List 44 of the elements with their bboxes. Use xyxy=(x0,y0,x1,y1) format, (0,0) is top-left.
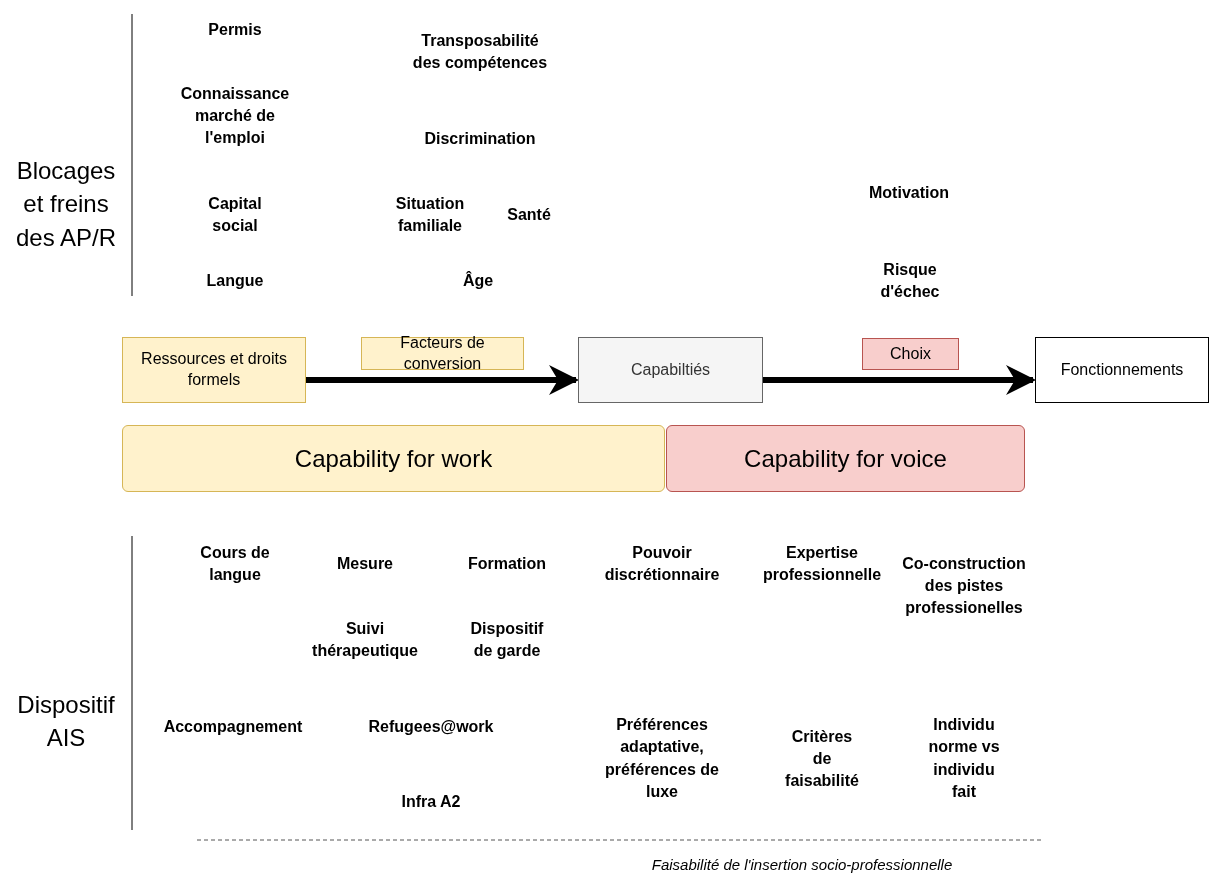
concept-box xyxy=(862,338,959,370)
factor-label: Discrimination xyxy=(423,129,537,149)
arrow xyxy=(763,365,1036,395)
factor-label: Cours de langue xyxy=(199,542,271,585)
concept-box xyxy=(361,337,524,370)
factor-label: Transposabilité des compétences xyxy=(411,30,549,73)
axis-caption: Faisabilité de l'insertion socio-professionnelle xyxy=(650,854,954,873)
factor-label: Individu norme vs individu fait xyxy=(927,715,1001,803)
factor-label: Âge xyxy=(461,270,495,291)
factor-label: Dispositif de garde xyxy=(469,618,545,661)
factor-label: Accompagnement xyxy=(162,717,304,737)
factor-label: Critères de faisabilité xyxy=(784,726,860,792)
node-label: Capability for voice xyxy=(744,443,947,474)
node-label: Capability for work xyxy=(294,443,493,474)
node-label: Facteurs de conversion xyxy=(399,332,486,374)
factor-label: Préférences adaptative, préférences de luxe xyxy=(604,715,720,803)
factor-label: Situation familiale xyxy=(394,193,466,236)
factor-label: Pouvoir discrétionnaire xyxy=(603,542,721,585)
factor-label: Connaissance marché de l'emploi xyxy=(179,83,291,149)
factor-label: Mesure xyxy=(336,554,394,574)
factor-label: Co-construction des pistes professionelles xyxy=(901,553,1027,619)
side-heading: Dispositif AIS xyxy=(16,689,116,754)
concept-box xyxy=(578,337,763,403)
factor-label: Langue xyxy=(205,271,265,291)
category-band xyxy=(666,425,1025,492)
factor-label: Suivi thérapeutique xyxy=(311,618,419,661)
side-heading: Blocages et freins des AP/R xyxy=(14,155,118,253)
factor-label: Permis xyxy=(207,20,263,40)
node-label: Capabiltiés xyxy=(630,359,711,380)
arrow xyxy=(306,365,579,395)
factor-label: Formation xyxy=(466,554,548,574)
concept-box xyxy=(1035,337,1209,403)
node-label: Ressources et droits formels xyxy=(140,349,288,390)
factor-label: Capital social xyxy=(207,193,263,236)
concept-box xyxy=(122,337,306,403)
node-label: Choix xyxy=(890,343,931,364)
node-label: Fonctionnements xyxy=(1060,359,1184,380)
category-band xyxy=(122,425,665,492)
factor-label: Risque d'échec xyxy=(879,259,941,302)
factor-label: Expertise professionnelle xyxy=(761,542,883,585)
factor-label: Infra A2 xyxy=(400,792,462,812)
factor-label: Refugees@work xyxy=(367,717,495,737)
factor-label: Santé xyxy=(506,205,552,225)
factor-label: Motivation xyxy=(868,183,950,203)
